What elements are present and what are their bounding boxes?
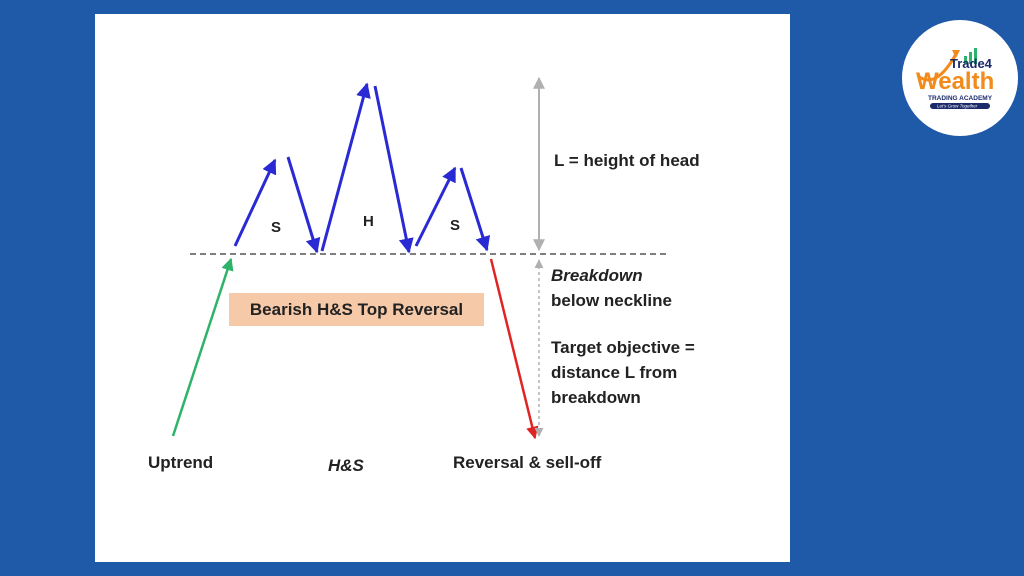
breakdown-word: Breakdown bbox=[551, 266, 643, 285]
target-line-3: breakdown bbox=[551, 388, 641, 407]
logo-brand-main: Wealth bbox=[916, 68, 994, 95]
head-label: H bbox=[363, 213, 374, 230]
target-line-1: Target objective = bbox=[551, 338, 695, 357]
target-line-2: distance L from bbox=[551, 363, 678, 382]
breakdown-note: Breakdown below neckline bbox=[551, 263, 672, 313]
diagram-card: S H S Uptrend H&S Reversal & sell-off Be… bbox=[95, 14, 790, 562]
right-shoulder-up-arrow bbox=[414, 166, 457, 247]
logo-art: Trade4 Wealth TRADING ACADEMY Let's Grow… bbox=[916, 48, 994, 109]
left-shoulder-down-arrow bbox=[286, 156, 321, 254]
pattern-arrows bbox=[233, 82, 491, 254]
logo-swoosh-icon bbox=[917, 53, 958, 82]
left-shoulder-label: S bbox=[271, 219, 281, 236]
logo-tagline: Let's Grow Together bbox=[937, 104, 978, 109]
uptrend-label: Uptrend bbox=[148, 453, 213, 472]
uptrend-arrow bbox=[171, 257, 234, 437]
right-shoulder-label: S bbox=[450, 217, 460, 234]
logo-brand-top: Trade4 bbox=[950, 56, 993, 71]
head-height-note: L = height of head bbox=[554, 151, 700, 170]
hs-label: H&S bbox=[328, 456, 365, 475]
breakdown-rest: below neckline bbox=[551, 291, 672, 310]
reversal-label: Reversal & sell-off bbox=[453, 453, 602, 472]
right-shoulder-down-arrow bbox=[459, 167, 491, 252]
head-down-arrow bbox=[373, 85, 414, 254]
target-note: Target objective = distance L from break… bbox=[551, 335, 695, 410]
pattern-title-banner: Bearish H&S Top Reversal bbox=[229, 293, 484, 326]
head-and-shoulders-diagram: S H S Uptrend H&S Reversal & sell-off bbox=[148, 76, 670, 475]
left-shoulder-up-arrow bbox=[233, 158, 277, 247]
logo-subtitle: TRADING ACADEMY bbox=[928, 95, 993, 102]
trade4wealth-logo: Trade4 Wealth TRADING ACADEMY Let's Grow… bbox=[902, 20, 1018, 136]
selloff-arrow bbox=[489, 258, 539, 440]
logo-bars-icon bbox=[964, 48, 977, 64]
head-up-arrow bbox=[320, 82, 371, 252]
